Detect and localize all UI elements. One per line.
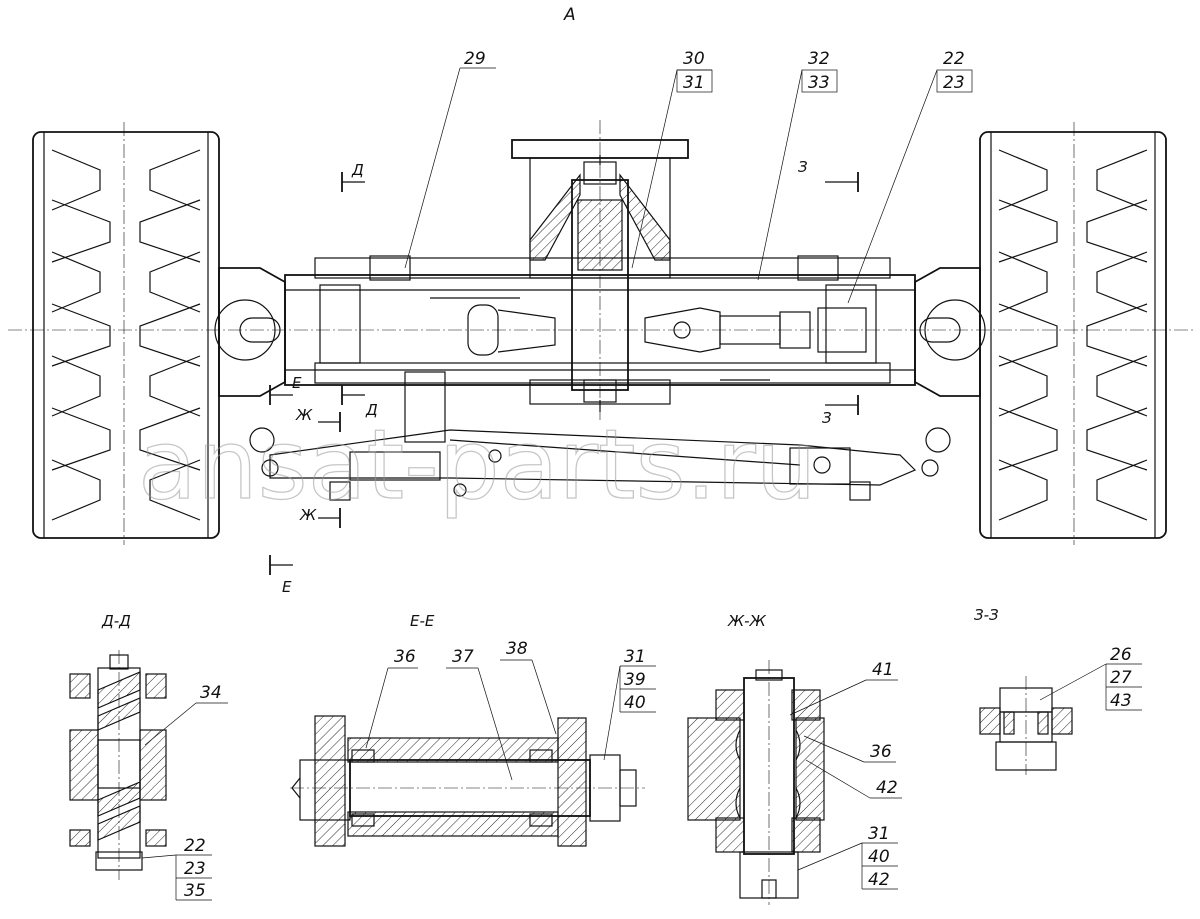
right-wheel — [979, 131, 1167, 539]
callout-36-ee: 36 — [365, 647, 418, 749]
callout-40-ee-label: 40 — [624, 693, 646, 713]
section-marks: Д Д З З Е Е Ж Ж — [269, 158, 859, 596]
callout-39-label: 39 — [624, 670, 646, 690]
steering-cylinder — [269, 371, 917, 501]
callout-22b-label: 22 — [184, 836, 206, 856]
section-mark-d-bottom: Д — [365, 401, 378, 419]
callout-22-23-35: 22 23 35 — [141, 836, 212, 901]
callout-36-zh: 36 — [803, 735, 896, 763]
callout-38: 38 — [500, 639, 557, 735]
callout-29: 29 — [404, 49, 496, 269]
callout-37: 37 — [446, 647, 513, 781]
callout-35-label: 35 — [184, 881, 206, 901]
section-dd: Д-Д 34 22 23 35 — [69, 612, 228, 901]
section-zhzh: Ж-Ж 41 36 42 — [687, 612, 902, 905]
callout-36-zh-label: 36 — [870, 742, 892, 762]
watermark: ansat-parts.ru — [138, 409, 817, 521]
section-dd-title: Д-Д — [101, 612, 131, 630]
section-mark-d-top: Д — [351, 161, 364, 179]
callout-22-label: 22 — [943, 49, 965, 69]
callout-31-39-40: 31 39 40 — [603, 647, 656, 761]
section-zhzh-title: Ж-Ж — [727, 612, 767, 630]
callout-31-40-42: 31 40 42 — [797, 824, 898, 890]
right-hub — [914, 267, 986, 477]
callout-34: 34 — [144, 683, 228, 746]
callout-22-23: 22 23 — [847, 49, 973, 304]
section-mark-z3-bottom: З — [822, 409, 832, 427]
callout-42-zh-label: 42 — [868, 870, 890, 890]
callout-30-31: 30 31 — [631, 49, 713, 269]
callout-36-ee-label: 36 — [394, 647, 416, 667]
callout-32-33: 32 33 — [757, 49, 838, 281]
section-zz: З-З 26 27 43 — [974, 606, 1142, 775]
section-mark-zh-top: Ж — [295, 406, 313, 424]
callout-27-label: 27 — [1110, 668, 1132, 688]
callout-34-label: 34 — [200, 683, 222, 703]
steering-linkage — [467, 304, 867, 356]
callout-41: 41 — [789, 660, 898, 716]
callout-43-label: 43 — [1110, 691, 1132, 711]
callout-37-label: 37 — [452, 647, 474, 667]
main-view: Д Д З З Е Е Ж Ж 29 30 31 — [8, 49, 1195, 596]
callout-31-ee-label: 31 — [624, 647, 646, 667]
callout-33-label: 33 — [808, 73, 830, 93]
callout-23b-label: 23 — [184, 859, 206, 879]
section-ee-title: Е-Е — [410, 612, 435, 630]
section-ee: Е-Е 36 37 38 — [290, 612, 656, 847]
section-mark-e-bottom: Е — [282, 578, 292, 596]
callout-40-zh-label: 40 — [868, 847, 890, 867]
callout-31-label: 31 — [683, 73, 705, 93]
section-mark-e-top: Е — [292, 374, 302, 392]
section-mark-z3-top: З — [798, 158, 808, 176]
section-zz-title: З-З — [974, 606, 999, 624]
callout-42: 42 — [805, 759, 902, 799]
callout-30-label: 30 — [683, 49, 705, 69]
callout-42-label: 42 — [876, 778, 898, 798]
callout-41-label: 41 — [872, 660, 894, 680]
callout-29-label: 29 — [464, 49, 486, 69]
callout-26-27-43: 26 27 43 — [1039, 645, 1142, 711]
left-wheel — [32, 131, 220, 539]
callout-23-label: 23 — [943, 73, 965, 93]
section-mark-zh-bottom: Ж — [299, 506, 317, 524]
callout-38-label: 38 — [506, 639, 528, 659]
callout-32-label: 32 — [808, 49, 830, 69]
view-label: А — [563, 5, 576, 25]
center-pivot — [511, 139, 689, 412]
callout-26-label: 26 — [1110, 645, 1132, 665]
callout-31-zh-label: 31 — [868, 824, 890, 844]
